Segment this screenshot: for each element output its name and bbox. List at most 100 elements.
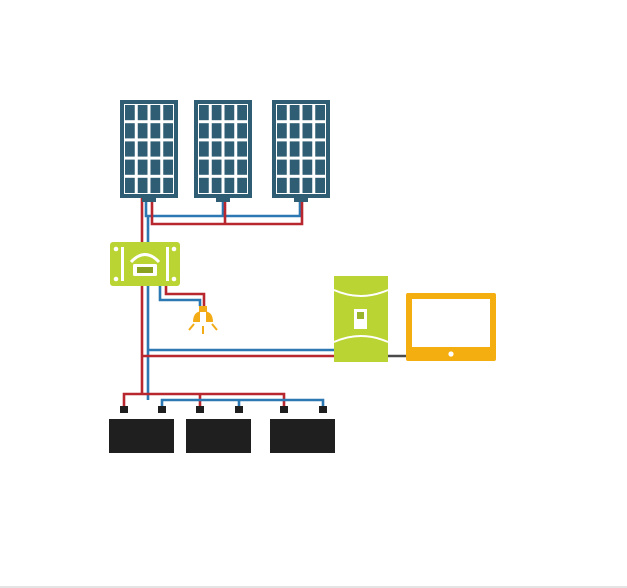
wire-negative-battery-bus [160,398,325,406]
solar-cell [150,177,161,193]
solar-cell [277,141,287,157]
mount-hole [113,246,119,252]
solar-cell [315,123,325,139]
solar-cell [199,177,209,193]
solar-cell [302,141,313,157]
solar-cell [163,159,173,175]
battery-negative-terminal [319,406,327,413]
battery-positive-terminal [120,406,128,413]
solar-cell [125,123,135,139]
battery-positive-terminal [280,406,288,413]
solar-cell [277,159,287,175]
solar-cell [315,141,325,157]
solar-cell [315,177,325,193]
wire-negative-controller-lamp [158,286,202,306]
solar-cell [211,105,222,121]
solar-cell [211,141,222,157]
mount-hole [171,276,177,282]
bulb-socket [199,306,207,312]
wire-positive-controller-lamp [164,286,206,306]
solar-cell [125,159,135,175]
light-ray [188,323,195,331]
solar-panel-2 [194,100,252,202]
solar-cell [137,123,148,139]
solar-cell [277,123,287,139]
monitor-screen [412,299,490,347]
solar-cell [302,159,313,175]
solar-panel-mount [294,198,308,202]
solar-cell [315,105,325,121]
solar-cell [211,159,222,175]
battery-negative-terminal [235,406,243,413]
battery-body [186,419,251,453]
mount-hole [171,246,177,252]
solar-cell [125,141,135,157]
light-ray [211,323,218,331]
solar-cell [302,177,313,193]
solar-cell [277,105,287,121]
monitor-power-led [448,351,454,357]
monitor-icon [406,293,496,361]
battery-gap [270,413,335,419]
solar-cell [289,141,300,157]
solar-panel-mount [216,198,230,202]
solar-cell [163,123,173,139]
solar-cell [289,105,300,121]
bulb-highlight [200,312,206,322]
controller-edge [121,247,124,281]
solar-cell [211,177,222,193]
solar-cell [199,141,209,157]
controller-gauge-arc [129,253,161,264]
inverter-top-panel-line [333,289,389,297]
solar-cell [224,105,235,121]
solar-cell [163,141,173,157]
solar-cell [211,123,222,139]
solar-cell [237,123,247,139]
components-layer [0,100,627,588]
solar-cell [277,177,287,193]
solar-cell [137,141,148,157]
inverter-switch [357,312,364,319]
solar-cell [137,177,148,193]
battery-positive-terminal [196,406,204,413]
solar-cell [150,159,161,175]
inverter [333,276,389,362]
solar-cell [237,177,247,193]
battery-body [270,419,335,453]
solar-cell [199,105,209,121]
battery-body [109,419,174,453]
solar-cell [224,123,235,139]
inverter-bottom-panel-line [333,335,389,343]
solar-cell [237,141,247,157]
solar-cell [289,159,300,175]
wiring-layer [122,198,408,406]
solar-panel-mount [142,198,156,202]
controller-edge [166,247,169,281]
charge-controller [110,242,180,286]
solar-cell [224,141,235,157]
solar-cell [150,123,161,139]
solar-cell [289,123,300,139]
solar-cell [125,177,135,193]
controller-display-readout [137,267,153,273]
solar-cell [224,177,235,193]
solar-cell [137,105,148,121]
battery-1 [109,406,174,453]
solar-cell [125,105,135,121]
solar-cell [199,123,209,139]
solar-cell [302,105,313,121]
solar-cell [315,159,325,175]
solar-cell [289,177,300,193]
solar-cell [302,123,313,139]
solar-cell [199,159,209,175]
solar-panel-1 [120,100,178,202]
solar-cell [137,159,148,175]
solar-cell [163,177,173,193]
battery-gap [186,413,251,419]
battery-2 [186,406,251,453]
solar-cell [150,141,161,157]
solar-cell [237,105,247,121]
wire-positive-panel-combiner [150,198,304,226]
